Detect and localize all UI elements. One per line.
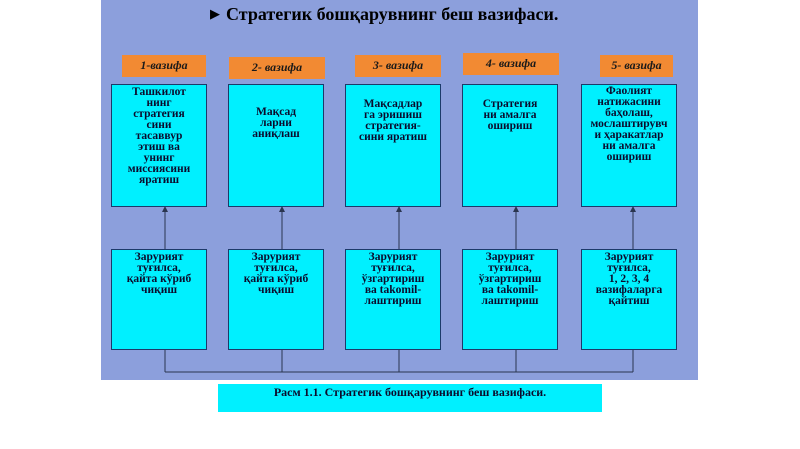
task-box-4: Стратегия ни амалга ошириш [462,84,558,207]
revision-box-3: Зарурият туғилса, ўзгартириш ва takomil-… [345,249,441,350]
revision-box-2: Зарурият туғилса, қайта кўриб чиқиш [228,249,324,350]
task-tab-4: 4- вазифа [463,53,559,75]
arrow-head-5 [630,206,636,212]
task-box-1: Ташкилот нинг стратегия сини тасаввур эт… [111,84,207,207]
figure-caption: Расм 1.1. Стратегик бошқарувнинг беш ваз… [218,384,602,412]
task-tab-5: 5- вазифа [600,55,673,77]
bullet-arrow-icon: ▶ [210,6,220,21]
task-tab-2: 2- вазифа [229,57,325,79]
revision-box-4: Зарурият туғилса, ўзгартириш ва takomil-… [462,249,558,350]
revision-box-5: Зарурият туғилса, 1, 2, 3, 4 вазифаларга… [581,249,677,350]
revision-box-1: Зарурият туғилса, қайта кўриб чиқиш [111,249,207,350]
task-tab-1: 1-вазифа [122,55,206,77]
arrow-head-1 [162,206,168,212]
task-box-5: Фаолият натижасини баҳолаш, мослаштирувч… [581,84,677,207]
task-tab-3: 3- вазифа [355,55,441,77]
arrow-head-2 [279,206,285,212]
page-title: ▶ Стратегик бошқарувнинг беш вазифаси. [210,4,690,28]
title-text: Стратегик бошқарувнинг беш вазифаси. [226,4,559,24]
arrow-head-3 [396,206,402,212]
arrow-head-4 [513,206,519,212]
task-box-2: Мақсад ларни аниқлаш [228,84,324,207]
task-box-3: Мақсадлар га эришиш стратегия- сини ярат… [345,84,441,207]
